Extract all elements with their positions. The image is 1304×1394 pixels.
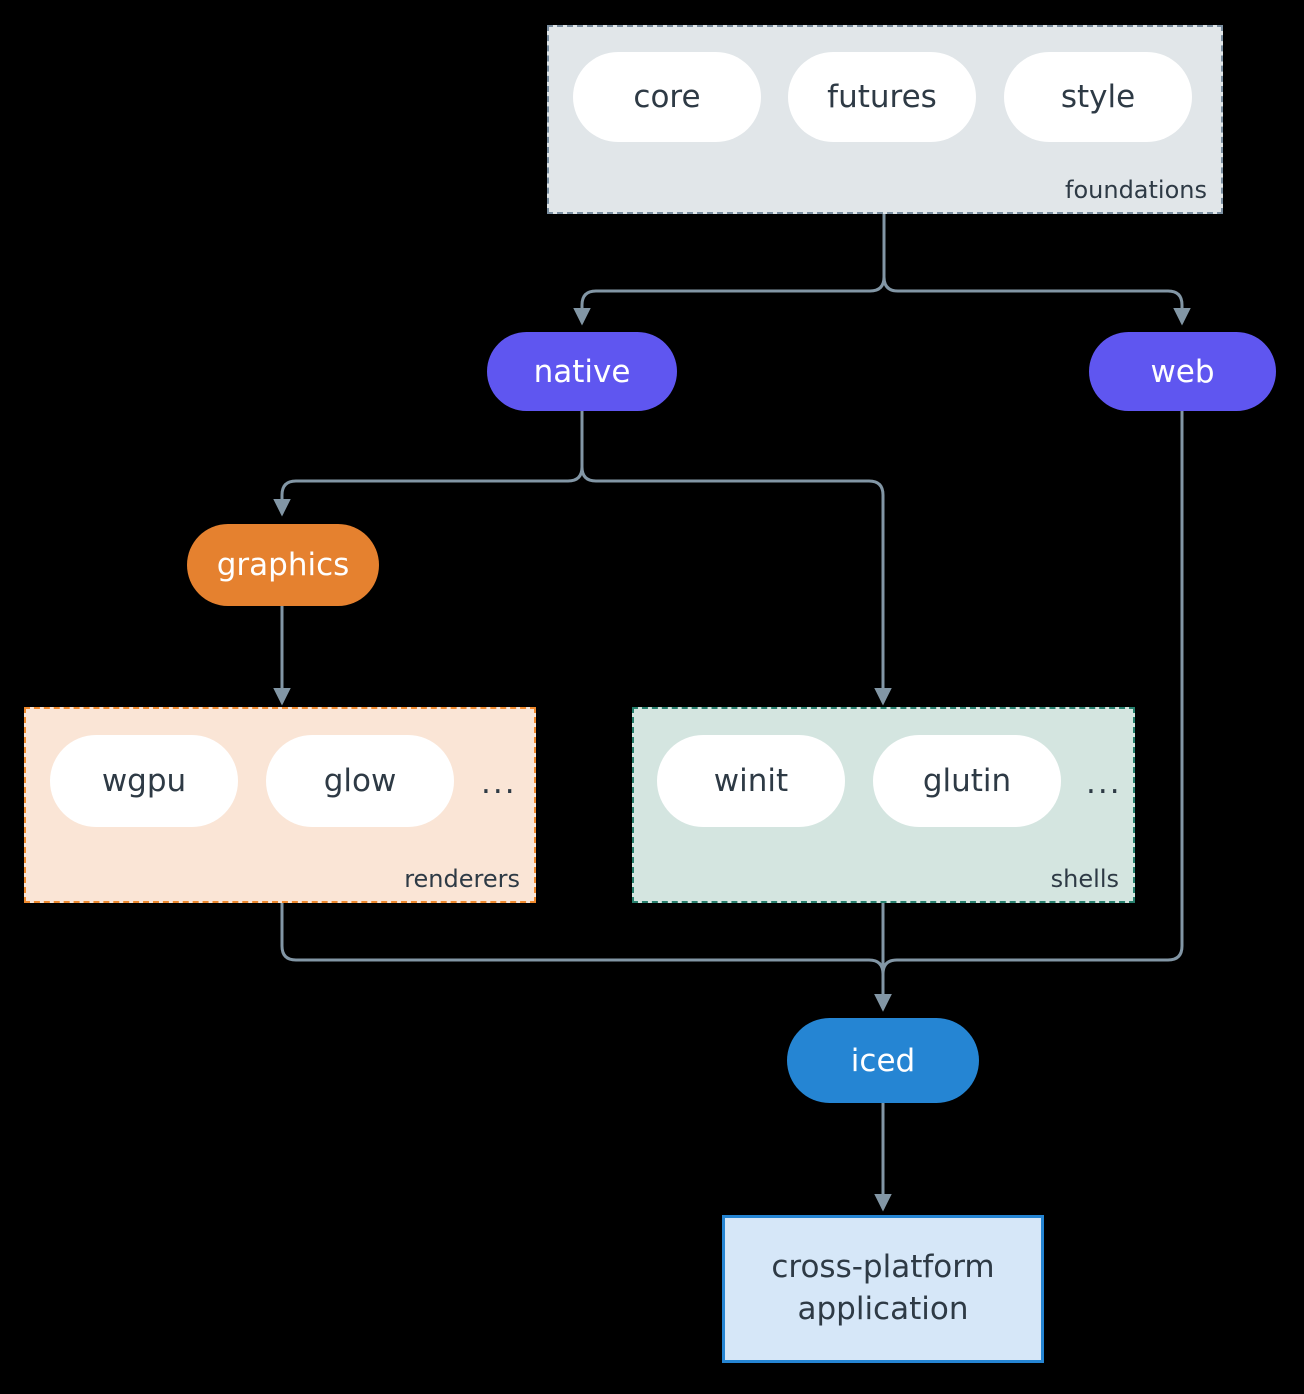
leaf-futures[interactable]: futures bbox=[788, 52, 976, 142]
node-application[interactable]: cross-platform application bbox=[722, 1215, 1044, 1363]
edge-foundations-web bbox=[882, 212, 1191, 326]
cluster-label-foundations: foundations bbox=[1065, 176, 1207, 204]
application-label-wrap: cross-platform application bbox=[771, 1247, 994, 1331]
node-graphics[interactable]: graphics bbox=[187, 524, 379, 606]
leaf-glow[interactable]: glow bbox=[266, 735, 454, 827]
leaf-wgpu[interactable]: wgpu bbox=[50, 735, 238, 827]
node-iced[interactable]: iced bbox=[787, 1018, 979, 1103]
node-web[interactable]: web bbox=[1089, 332, 1276, 411]
leaf-glutin[interactable]: glutin bbox=[873, 735, 1061, 827]
leaf-ellipsis-renderers: ... bbox=[481, 765, 517, 801]
cluster-label-renderers: renderers bbox=[404, 865, 520, 893]
edge-renderers-iced bbox=[280, 901, 892, 1012]
edge-foundations-native bbox=[573, 212, 886, 326]
leaf-ellipsis-shells: ... bbox=[1086, 765, 1122, 801]
application-label-line2: application bbox=[797, 1291, 969, 1327]
cluster-label-shells: shells bbox=[1050, 865, 1119, 893]
node-native[interactable]: native bbox=[487, 332, 677, 411]
edge-native-shells bbox=[580, 409, 892, 706]
leaf-core[interactable]: core bbox=[573, 52, 761, 142]
leaf-style[interactable]: style bbox=[1004, 52, 1192, 142]
edge-native-graphics bbox=[273, 409, 584, 517]
application-label-line1: cross-platform bbox=[771, 1249, 995, 1286]
leaf-winit[interactable]: winit bbox=[657, 735, 845, 827]
